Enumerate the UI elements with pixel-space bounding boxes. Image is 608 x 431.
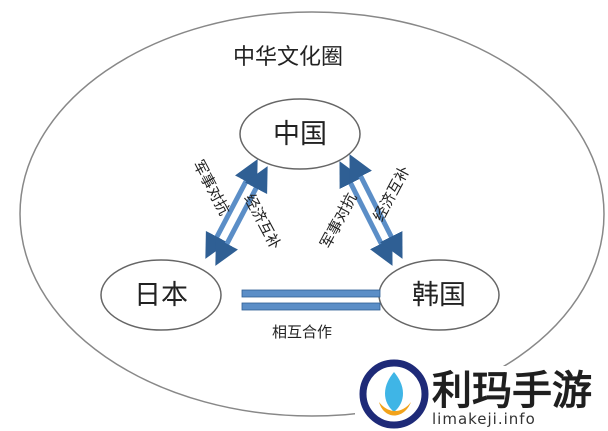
node-china	[239, 98, 361, 170]
node-japan-label: 日本	[134, 280, 188, 311]
watermark-en: limakeji.info	[432, 410, 536, 428]
japan-korea-connector	[241, 289, 381, 311]
china-japan-arrow-b	[215, 166, 268, 266]
china-japan-label-military: 军事对抗	[189, 157, 233, 218]
china-japan-label-economic: 经济互补	[240, 191, 284, 252]
japan-korea-bar-top	[241, 289, 381, 298]
china-korea-label-economic: 经济互补	[370, 163, 414, 224]
node-japan	[100, 259, 222, 331]
china-japan-connector	[205, 159, 268, 266]
china-korea-label-military: 军事对抗	[317, 190, 361, 251]
outer-label: 中华文化圈	[233, 45, 343, 70]
japan-korea-label: 相互合作	[272, 323, 332, 341]
china-korea-connector	[339, 154, 403, 266]
china-korea-arrow-b	[349, 154, 403, 259]
node-china-label: 中国	[273, 119, 327, 150]
node-korea-label: 韩国	[412, 280, 466, 311]
japan-korea-bar-bottom	[241, 302, 381, 311]
watermark: 利玛手游 limakeji.info	[355, 359, 608, 431]
watermark-cn: 利玛手游	[432, 368, 592, 414]
outer-ellipse	[19, 11, 605, 417]
limakeji-logo-icon	[359, 359, 429, 429]
